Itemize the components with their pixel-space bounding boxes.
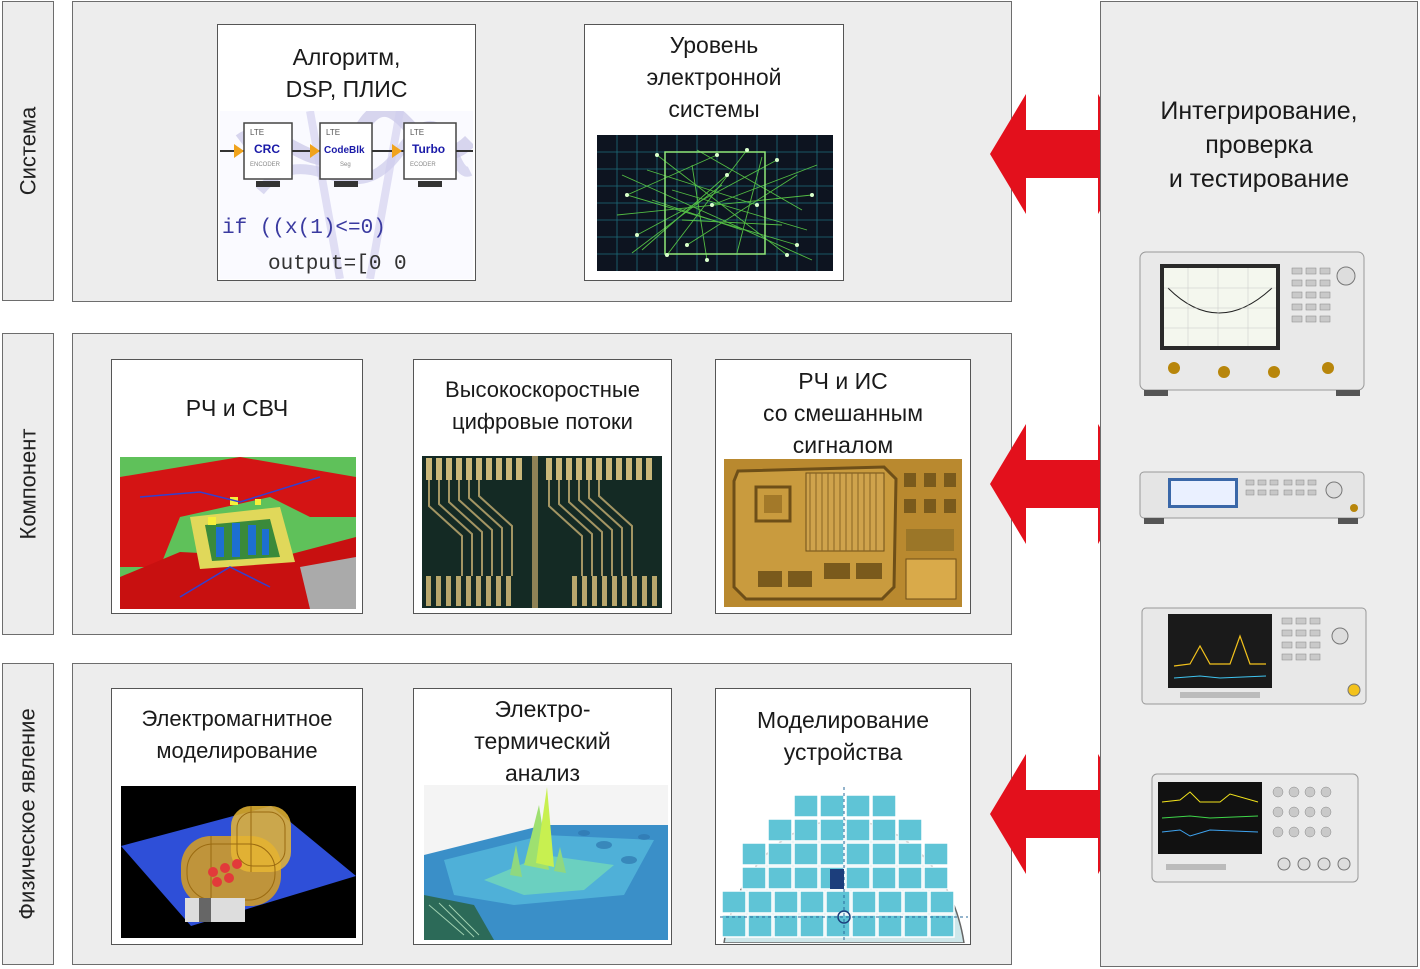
- card-device-title: Моделирование устройства: [756, 707, 930, 765]
- block-crc-tag: LTE: [250, 128, 264, 137]
- card-digital-title: Высокоскоростные цифровые потоки: [445, 377, 640, 434]
- network-analyzer-image: [1138, 248, 1366, 398]
- system-panel: [72, 1, 1012, 302]
- double-arrow-system: [990, 94, 1134, 214]
- block-codeblk-sub: Seg: [340, 162, 351, 168]
- signal-generator-image: [1138, 470, 1366, 526]
- card-device-modeling: Моделирование устройства: [715, 688, 971, 945]
- rf-3d-layout-image: [120, 457, 356, 609]
- block-codeblk-tag: LTE: [326, 128, 340, 137]
- card-electronic-system: Уровень электронной системы: [584, 24, 844, 281]
- block-crc-sub: ENCODER: [250, 162, 281, 168]
- block-crc-name: CRC: [254, 142, 280, 156]
- card-algorithm: Алгоритм, DSP, ПЛИС LTE CRC ENCODER LTE: [217, 24, 476, 281]
- card-mixed-title: РЧ и ИС со смешанным сигналом: [762, 368, 924, 458]
- card-rf-mixed-signal: РЧ и ИС со смешанным сигналом: [715, 359, 971, 614]
- card-rf-title: РЧ и СВЧ: [185, 395, 289, 421]
- block-turbo-name: Turbo: [412, 142, 445, 156]
- double-arrow-component: [990, 424, 1134, 544]
- level-label-system-text: Система: [15, 106, 41, 196]
- card-em-modeling: Электромагнитное моделирование: [111, 688, 363, 945]
- code-line-2: output=[0 0: [268, 253, 407, 276]
- code-line-1: if ((x(1)<=0): [222, 217, 386, 240]
- level-label-system: Система: [2, 1, 54, 301]
- em-3d-model-image: [121, 786, 356, 938]
- signal-analyzer-image: [1140, 606, 1368, 710]
- network-graph-image: [597, 135, 833, 271]
- level-label-physical: Физическое явление: [2, 663, 54, 965]
- wafer-map-image: [720, 787, 968, 943]
- level-label-component-text: Компонент: [15, 428, 40, 540]
- card-rf-microwave: РЧ и СВЧ: [111, 359, 363, 614]
- card-electronic-title: Уровень электронной системы: [646, 32, 782, 122]
- test-integration-title: Интегрирование, проверка и тестирование: [1160, 97, 1358, 193]
- oscilloscope-image: [1150, 772, 1360, 890]
- algorithm-block-diagram-image: LTE CRC ENCODER LTE CodeBlk Seg LTE Turb…: [220, 111, 473, 279]
- block-turbo-tag: LTE: [410, 128, 424, 137]
- thermal-surface-image: [424, 785, 668, 940]
- double-arrow-physical: [990, 754, 1134, 874]
- pcb-traces-image: [422, 456, 662, 608]
- card-algorithm-title: Алгоритм, DSP, ПЛИС: [285, 44, 408, 102]
- level-label-component: Компонент: [2, 333, 54, 635]
- card-electro-thermal: Электро- термический анализ: [413, 688, 672, 945]
- card-em-title: Электромагнитное моделирование: [141, 706, 333, 763]
- level-label-physical-text: Физическое явление: [15, 708, 41, 920]
- block-turbo-sub: ECODER: [410, 162, 436, 168]
- card-high-speed-digital: Высокоскоростные цифровые потоки: [413, 359, 672, 614]
- ic-die-image: [724, 459, 962, 607]
- block-codeblk-name: CodeBlk: [324, 145, 365, 156]
- card-thermal-title: Электро- термический анализ: [474, 696, 611, 786]
